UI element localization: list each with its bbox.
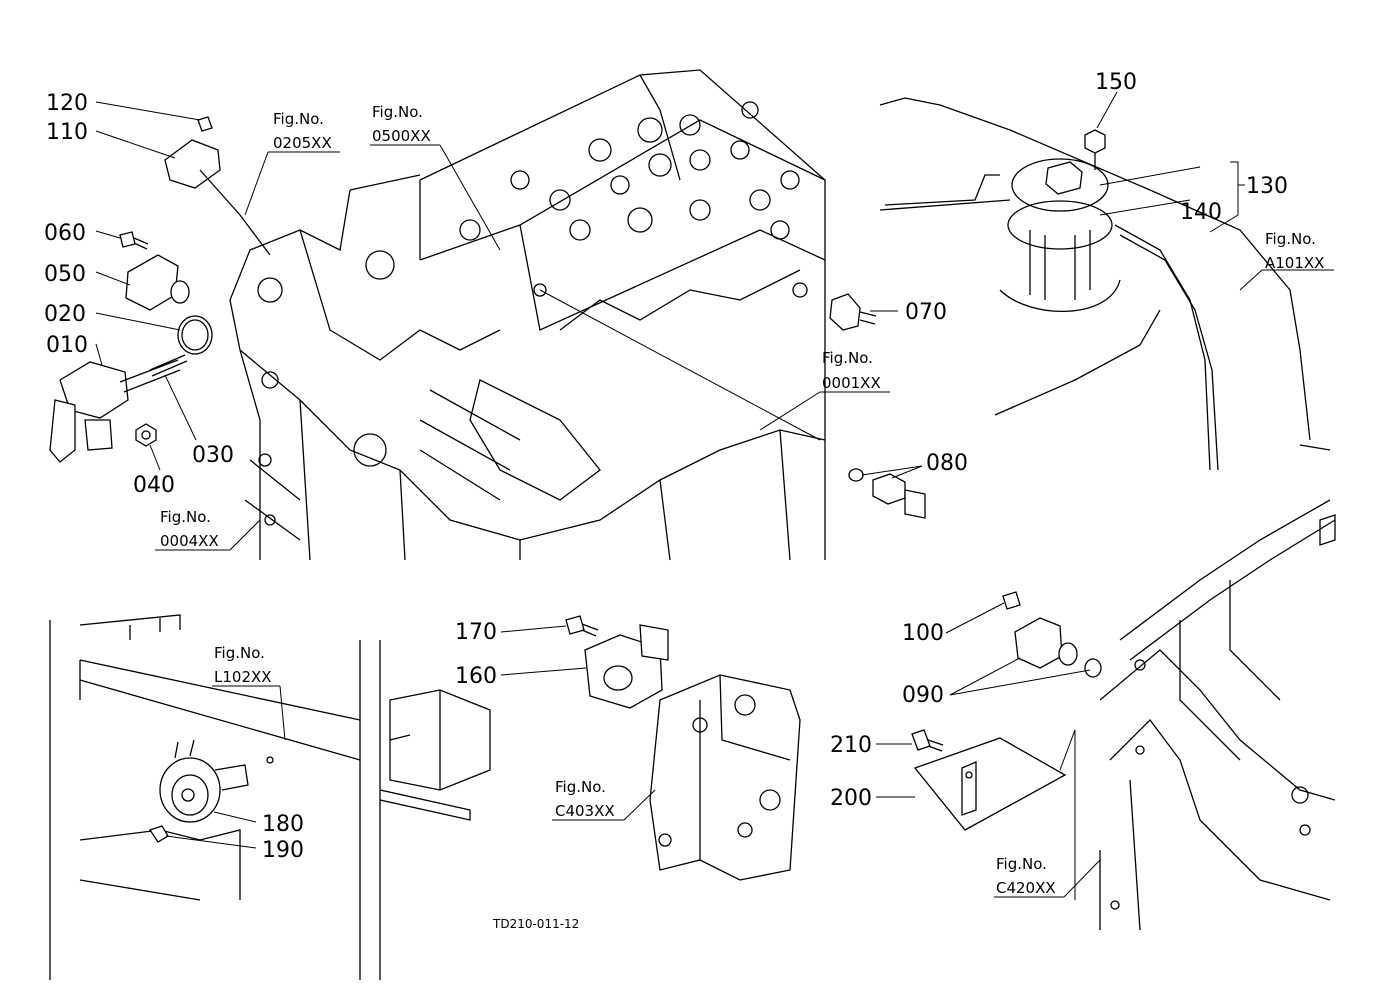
figure-references: Fig.No. 0205XX Fig.No. 0500XX Fig.No. 00…	[160, 103, 1324, 897]
transmission-housing-illustration	[1099, 499, 1336, 931]
fig-ref-number: C403XX	[555, 802, 615, 820]
callout-140: 140	[1180, 200, 1222, 225]
fuel-tank-illustration	[879, 97, 1331, 471]
fig-ref-label: Fig.No.	[996, 855, 1047, 873]
part-010-sensor	[49, 359, 181, 463]
part-090-sensor	[1014, 617, 1102, 678]
part-160-sensor	[584, 624, 669, 709]
fig-ref-label: Fig.No.	[1265, 230, 1316, 248]
callout-130: 130	[1246, 174, 1288, 199]
fig-ref-number: 0001XX	[822, 374, 881, 392]
part-080-sensor	[848, 468, 926, 519]
fig-ref-0004: Fig.No. 0004XX	[160, 508, 219, 550]
fig-ref-number: C420XX	[996, 879, 1056, 897]
valve-housing-illustration	[649, 674, 801, 881]
fig-ref-c420: Fig.No. C420XX	[996, 855, 1056, 897]
fig-ref-label: Fig.No.	[160, 508, 211, 526]
fig-ref-number: A101XX	[1265, 254, 1324, 272]
callout-190: 190	[262, 838, 304, 863]
callout-040: 040	[133, 473, 175, 498]
fig-ref-c403: Fig.No. C403XX	[555, 778, 615, 820]
engine-block-illustration	[229, 69, 826, 561]
part-060-bolt	[119, 231, 149, 250]
callout-170: 170	[455, 620, 497, 645]
fig-ref-label: Fig.No.	[822, 349, 873, 367]
callout-080: 080	[926, 451, 968, 476]
part-030-stud	[149, 354, 188, 377]
part-110-sensor	[164, 139, 271, 256]
fig-ref-0001: Fig.No. 0001XX	[822, 349, 881, 392]
callout-110: 110	[46, 120, 88, 145]
fig-ref-label: Fig.No.	[273, 110, 324, 128]
drawing-code: TD210-011-12	[492, 917, 579, 931]
callout-210: 210	[830, 733, 872, 758]
fig-ref-0500: Fig.No. 0500XX	[372, 103, 431, 145]
callout-050: 050	[44, 262, 86, 287]
part-120-bolt	[197, 116, 213, 132]
part-100-bolt	[1002, 591, 1021, 610]
fig-ref-label: Fig.No.	[372, 103, 423, 121]
callout-150: 150	[1095, 70, 1137, 95]
fig-ref-number: 0500XX	[372, 127, 431, 145]
part-200-plate	[913, 737, 1067, 831]
callout-010: 010	[46, 333, 88, 358]
frame-panel-illustration	[49, 614, 491, 980]
callout-labels: 120 110 060 050 020 010 030 040 070 080 …	[44, 70, 1288, 863]
part-170-bolt	[565, 615, 599, 637]
fig-ref-label: Fig.No.	[555, 778, 606, 796]
callout-200: 200	[830, 786, 872, 811]
callout-060: 060	[44, 221, 86, 246]
fig-ref-0205: Fig.No. 0205XX	[273, 110, 332, 152]
callout-100: 100	[902, 621, 944, 646]
callout-180: 180	[262, 812, 304, 837]
fig-ref-number: 0205XX	[273, 134, 332, 152]
leader-lines	[95, 91, 1334, 900]
callout-090: 090	[902, 683, 944, 708]
callout-070: 070	[905, 300, 947, 325]
callout-030: 030	[192, 443, 234, 468]
part-070-sensor	[829, 293, 877, 331]
part-020-o-ring	[177, 315, 213, 355]
fig-ref-l102: Fig.No. L102XX	[214, 644, 272, 686]
part-210-bolt	[911, 729, 944, 752]
part-040-nut	[135, 423, 157, 447]
fig-ref-number: L102XX	[214, 668, 272, 686]
fig-ref-a101: Fig.No. A101XX	[1265, 230, 1324, 272]
fig-ref-number: 0004XX	[160, 532, 219, 550]
part-050-sensor	[125, 254, 190, 311]
callout-160: 160	[455, 664, 497, 689]
fig-ref-label: Fig.No.	[214, 644, 265, 662]
callout-020: 020	[44, 302, 86, 327]
callout-120: 120	[46, 91, 88, 116]
